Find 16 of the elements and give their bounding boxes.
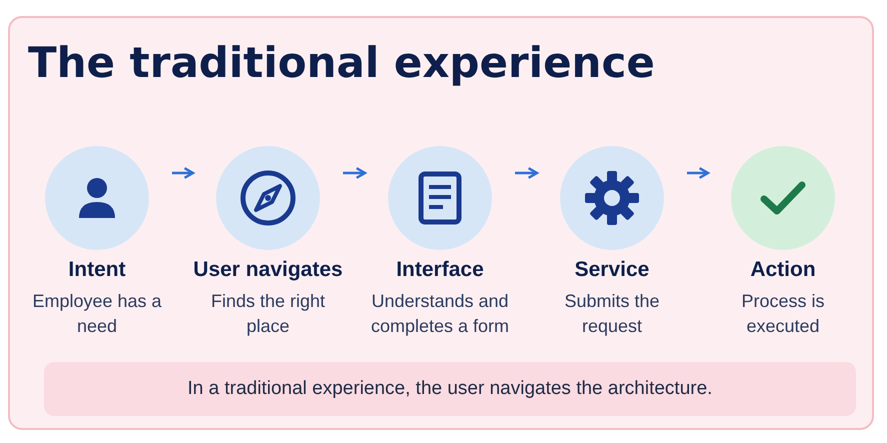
arrow [172, 167, 194, 179]
note-text: In a traditional experience, the user navigates the architecture. [188, 378, 712, 400]
step-description: Understands and completes a form [370, 290, 510, 338]
step-title: User navigates [193, 258, 343, 282]
step-description: Process is executed [740, 290, 826, 338]
step-description: Finds the right place [210, 290, 326, 338]
arrow [687, 167, 710, 179]
title: The traditional experience [28, 38, 655, 87]
step-description: Submits the request [563, 290, 661, 338]
arrow [515, 167, 538, 179]
step-title: Action [750, 258, 816, 282]
step-description: Employee has a need [31, 290, 163, 338]
step-title: Service [574, 258, 650, 282]
step-title: Interface [396, 258, 484, 282]
arrow [343, 167, 366, 179]
step-title: Intent [68, 258, 126, 282]
